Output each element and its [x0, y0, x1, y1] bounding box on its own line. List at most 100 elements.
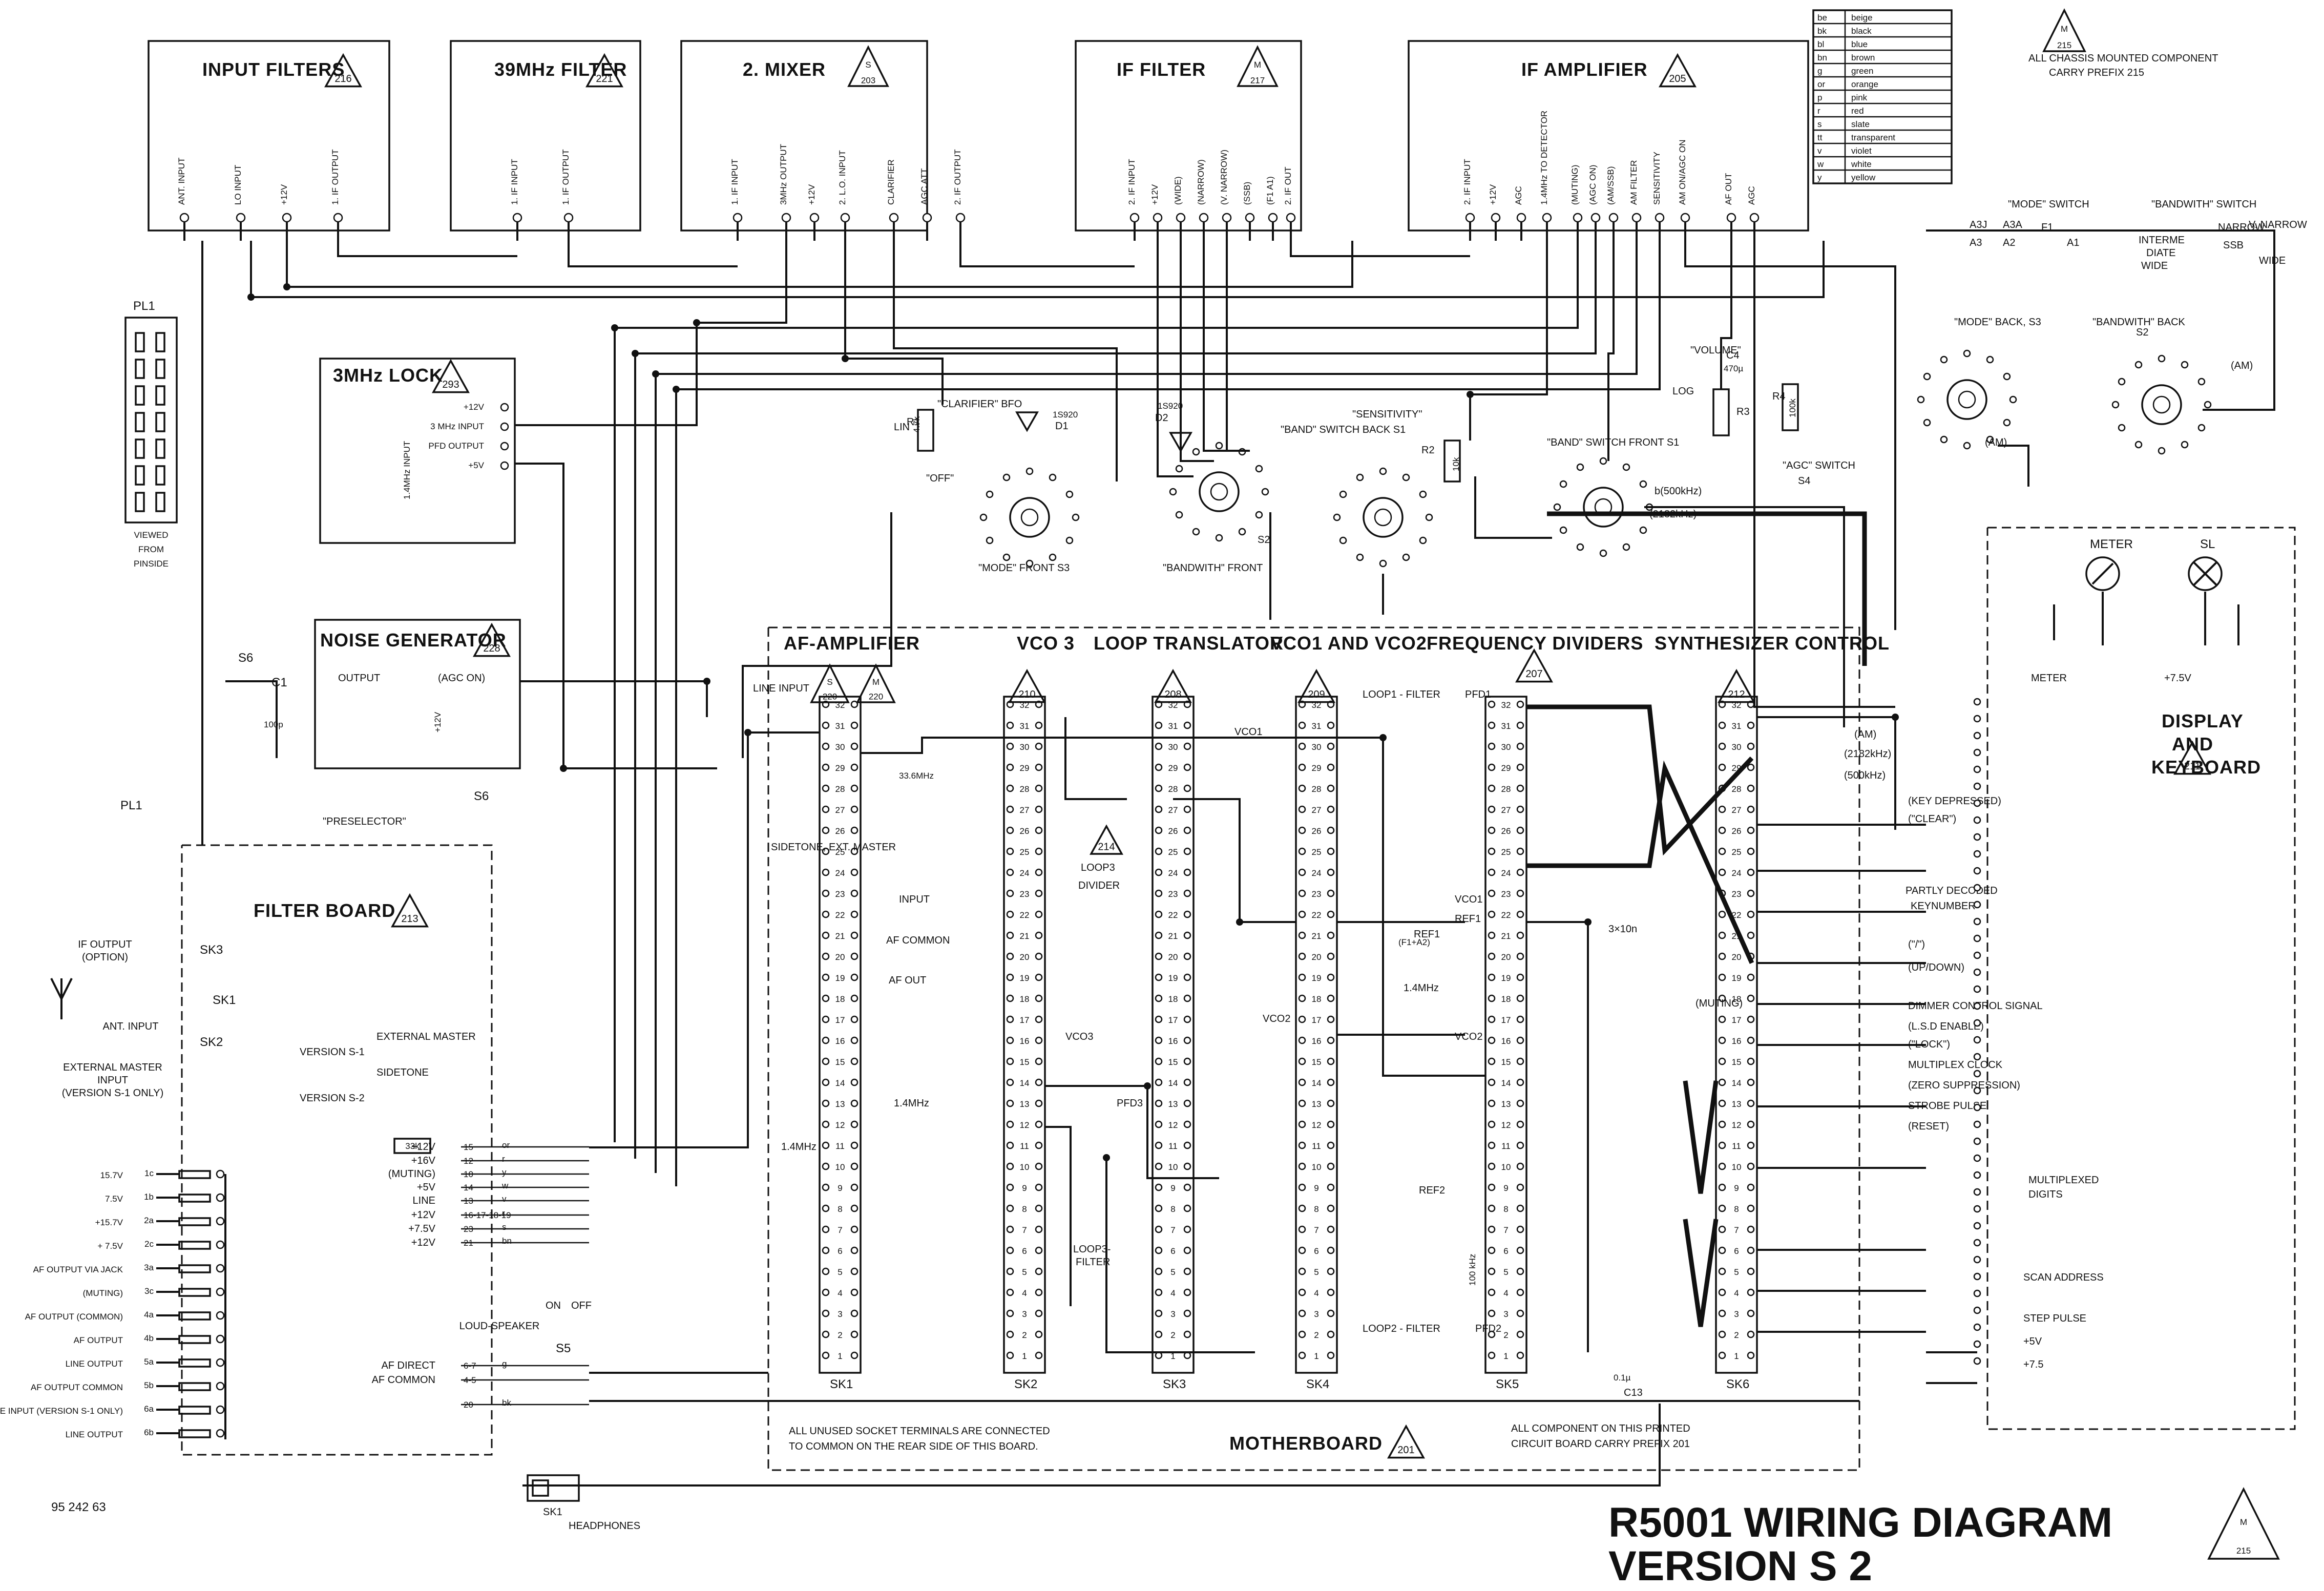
terminal-label: AF OUTPUT — [74, 1335, 123, 1345]
display-connector-pin — [1973, 1002, 1981, 1010]
module-badge — [324, 53, 362, 88]
terminal-label: + 7.5V — [97, 1241, 123, 1251]
bandwith-back-switch-contact — [2134, 441, 2143, 449]
socket-pin-c — [1327, 1204, 1335, 1212]
socket-pin-number: 12 — [1732, 1120, 1742, 1130]
socket-pin-a — [1718, 1351, 1726, 1359]
module-badge — [1659, 53, 1697, 88]
socket-pin-c — [850, 1288, 859, 1296]
chassis-note: CARRY PREFIX 215 — [2049, 67, 2144, 78]
socket-pin-number: 10 — [1168, 1162, 1178, 1172]
terminal-block — [178, 1170, 211, 1179]
module-pin — [282, 213, 292, 223]
socket-pin-number: 13 — [1020, 1099, 1030, 1109]
socket-pin-a — [1155, 1141, 1163, 1149]
terminal-block — [178, 1358, 211, 1368]
filter-board-badge-number: 213 — [401, 913, 418, 925]
module-pin — [1680, 213, 1690, 223]
socket-pin-number: 24 — [835, 868, 845, 878]
socket-pin-a — [1298, 1015, 1306, 1023]
module-pin — [512, 213, 522, 223]
socket-pin-number: 8 — [1022, 1204, 1027, 1214]
socket-pin-number: 11 — [1312, 1141, 1321, 1151]
socket-pin-a — [1488, 1246, 1496, 1254]
socket-pin-a — [1488, 700, 1496, 708]
socket-pin-a — [1718, 1078, 1726, 1086]
socket-pin-number: 12 — [835, 1120, 845, 1130]
module-pin — [1176, 213, 1186, 223]
socket-pin-number: 28 — [1501, 784, 1511, 794]
sl-lamp-cross — [2193, 561, 2217, 586]
socket-pin-a — [822, 784, 830, 792]
socket-pin-c — [1035, 1141, 1043, 1149]
socket-pin-number: 12 — [1020, 1120, 1030, 1130]
version-label: VERSION S-2 — [300, 1093, 365, 1104]
socket-pin-number: 14 — [1732, 1078, 1742, 1088]
mode-back-switch-contact — [1917, 395, 1925, 404]
socket-pin-c — [1516, 910, 1524, 918]
socket-pin-a — [1718, 868, 1726, 876]
socket-pin-number: 22 — [1732, 910, 1742, 920]
socket-pin-c — [850, 1183, 859, 1191]
diode-d1 — [1015, 411, 1039, 432]
terminal-point — [216, 1358, 225, 1367]
junction-dot — [611, 324, 618, 331]
socket-pin-c — [1183, 1309, 1191, 1317]
socket-pin-number: 25 — [835, 847, 845, 857]
socket-pin-number: 24 — [1020, 868, 1030, 878]
bandwith-back-switch-contact — [2197, 378, 2206, 386]
terminal-pin: 1b — [144, 1192, 154, 1202]
section-title: AF-AMPLIFIER — [784, 633, 920, 654]
socket-pin-number: 18 — [835, 994, 845, 1004]
socket-pin-a — [1718, 826, 1726, 834]
socket-pin-number: 17 — [1020, 1015, 1030, 1025]
socket-pin-a — [1006, 1162, 1014, 1170]
module-pin — [1516, 213, 1526, 223]
socket-pin-number: 18 — [1732, 994, 1742, 1004]
socket-pin-c — [1183, 1183, 1191, 1191]
color-code: r — [1817, 106, 1820, 116]
display-outline — [1986, 527, 2296, 1430]
sl-label: SL — [2200, 537, 2215, 551]
socket-pin-a — [1488, 1057, 1496, 1065]
socket-pin-number: 3 — [1314, 1309, 1318, 1319]
module-badge-number: 203 — [861, 75, 875, 85]
socket-pin-c — [850, 742, 859, 750]
socket-pin-a — [822, 1309, 830, 1317]
module-pin — [236, 213, 246, 223]
module-signal-label: (AGC ON) — [1588, 165, 1598, 205]
socket-pin-c — [1183, 1330, 1191, 1338]
noise-box — [314, 619, 521, 769]
d1-label: D1 — [1055, 421, 1069, 432]
socket-pin-c — [1035, 721, 1043, 729]
socket-pin-a — [822, 1225, 830, 1233]
junction-dot — [1584, 918, 1592, 926]
mode-front-switch-contact — [1072, 513, 1080, 521]
socket-pin-a — [1298, 973, 1306, 981]
socket-pin-c — [1327, 763, 1335, 771]
socket-pin-number: 8 — [1503, 1204, 1508, 1214]
rail-label: +5V — [417, 1182, 436, 1193]
mode-back-switch-contact — [1940, 435, 1948, 444]
color-code: or — [1817, 79, 1825, 89]
bandwith-back-switch-contact — [2118, 424, 2126, 432]
mode-position-label: A1 — [2067, 237, 2079, 248]
socket-pin-c — [1516, 784, 1524, 792]
wire — [1926, 229, 2275, 411]
socket-pin-c — [1327, 1120, 1335, 1128]
bandwith-back-switch-contact — [2181, 361, 2189, 369]
socket-pin-number: 31 — [1501, 721, 1511, 731]
socket-pin-a — [1155, 1267, 1163, 1275]
terminal-pin: 4a — [144, 1310, 154, 1320]
module-signal-label: +12V — [1488, 184, 1498, 205]
socket-pin-a — [1155, 931, 1163, 939]
module-signal-label: LO INPUT — [233, 165, 243, 205]
mode-back-switch-contact — [1923, 372, 1931, 381]
socket-pin-a — [1488, 805, 1496, 813]
socket-pin-a — [822, 1141, 830, 1149]
socket-pin-a — [1298, 847, 1306, 855]
module-box-3 — [680, 40, 928, 232]
io-connector: SK2 — [200, 1035, 223, 1049]
module-pin — [1542, 213, 1552, 223]
